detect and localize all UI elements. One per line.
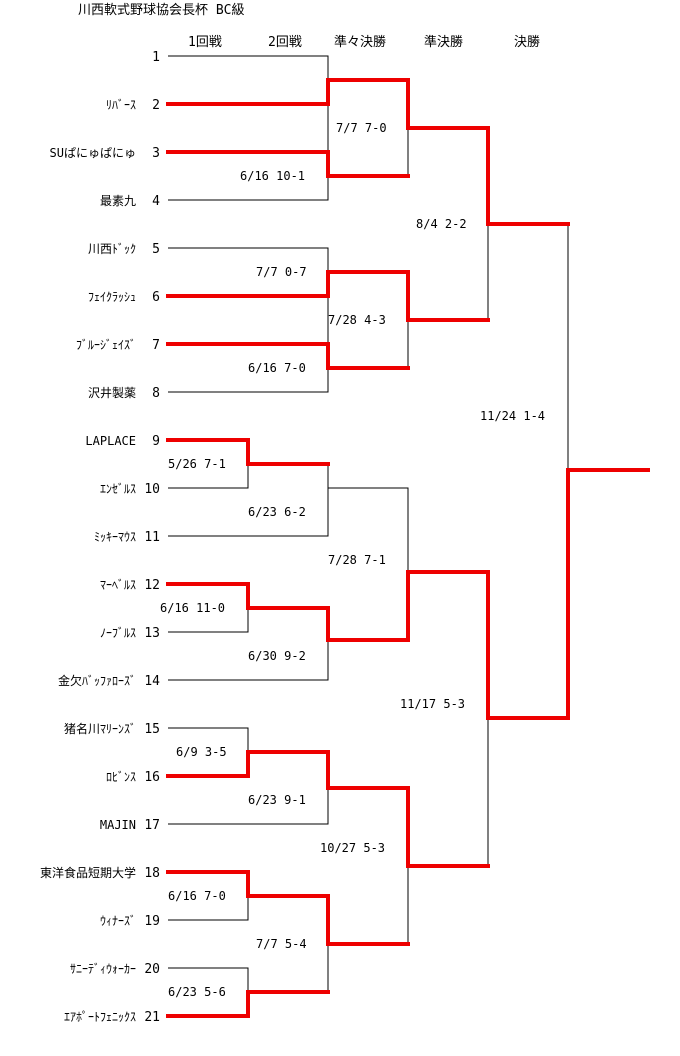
winner-path xyxy=(166,870,410,946)
round-label-sf: 準決勝 xyxy=(424,34,463,50)
winner-path xyxy=(166,270,490,322)
team-name: ﾌﾞﾙｰｼﾞｪｲｽﾞ xyxy=(76,338,136,352)
team-number: 1 xyxy=(152,50,160,65)
team-number: 10 xyxy=(144,482,160,497)
team-name: LAPLACE xyxy=(85,434,136,448)
round-label-2: 2回戦 xyxy=(268,35,302,50)
team-name: 沢井製薬 xyxy=(88,386,136,400)
result-r1-18-19: 6/16 7-0 xyxy=(168,889,226,903)
team-number: 3 xyxy=(152,146,160,161)
team-name: 最素九 xyxy=(100,194,136,208)
result-qf-d: 10/27 5-3 xyxy=(320,841,385,855)
result-r2-9-11: 6/23 6-2 xyxy=(248,505,306,519)
winner-path-lines xyxy=(166,78,650,1018)
team-name: ﾉｰﾌﾞﾙｽ xyxy=(100,626,136,640)
team-name: ｴﾝｾﾞﾙｽ xyxy=(100,482,136,496)
team-name: ｻﾆｰﾃﾞｨｳｫｰｶｰ xyxy=(70,962,136,976)
team-number: 12 xyxy=(144,578,160,593)
round-label-qf: 準々決勝 xyxy=(334,34,386,50)
team-number: 6 xyxy=(152,290,160,305)
result-sf-top: 8/4 2-2 xyxy=(416,217,467,231)
team-name: ｴｱﾎﾟｰﾄﾌｪﾆｯｸｽ xyxy=(64,1010,136,1024)
team-name: ﾌｪｲｸﾗｯｼｭ xyxy=(88,290,136,304)
round-label-1: 1回戦 xyxy=(188,35,222,50)
team-name: 猪名川ﾏﾘｰﾝｽﾞ xyxy=(64,721,136,736)
winner-path xyxy=(166,468,650,720)
team-number: 21 xyxy=(144,1010,160,1025)
team-name: 東洋食品短期大学 xyxy=(40,865,136,880)
bracket-connector xyxy=(168,55,329,201)
result-r1-15-16: 6/9 3-5 xyxy=(176,745,227,759)
team-number: 20 xyxy=(144,962,160,977)
team-number: 11 xyxy=(144,530,160,545)
team-number: 9 xyxy=(152,434,160,449)
result-r2-5-6: 7/7 0-7 xyxy=(256,265,307,279)
team-number: 17 xyxy=(144,818,160,833)
bracket-connector xyxy=(488,223,569,719)
result-final: 11/24 1-4 xyxy=(480,409,545,423)
result-r2-15-17: 6/23 9-1 xyxy=(248,793,306,807)
team-number: 7 xyxy=(152,338,160,353)
winner-path xyxy=(166,150,410,178)
result-qf-b: 7/28 4-3 xyxy=(328,313,386,327)
round-label-final: 決勝 xyxy=(514,35,540,50)
result-sf-bottom: 11/17 5-3 xyxy=(400,697,465,711)
team-number: 4 xyxy=(152,194,160,209)
result-r2-18-21: 7/7 5-4 xyxy=(256,937,307,951)
team-number: 19 xyxy=(144,914,160,929)
bracket-connector xyxy=(168,247,329,393)
team-number: 18 xyxy=(144,866,160,881)
result-r1-12-13: 6/16 11-0 xyxy=(160,601,225,615)
team-name: ｳｨﾅｰｽﾞ xyxy=(100,914,136,928)
winner-path xyxy=(166,342,410,370)
team-number: 15 xyxy=(144,722,160,737)
team-number: 14 xyxy=(144,674,160,689)
bracket-connector xyxy=(328,787,409,945)
result-r1-20-21: 6/23 5-6 xyxy=(168,985,226,999)
team-name: ﾘﾊﾞｰｽ xyxy=(106,98,136,112)
result-r2-7-8: 6/16 7-0 xyxy=(248,361,306,375)
winner-path xyxy=(166,78,570,226)
result-r2-12-14: 6/30 9-2 xyxy=(248,649,306,663)
team-number: 2 xyxy=(152,98,160,113)
winner-path xyxy=(166,990,330,1018)
winner-path xyxy=(166,438,330,466)
result-r1-9-10: 5/26 7-1 xyxy=(168,457,226,471)
bracket-title: 川西軟式野球協会長杯 BC級 xyxy=(78,2,244,18)
winner-path xyxy=(166,750,490,868)
team-number: 5 xyxy=(152,242,160,257)
team-number: 13 xyxy=(144,626,160,641)
team-name: SUぱにゅぱにゅ xyxy=(50,146,136,160)
bracket-connector xyxy=(408,571,489,867)
team-name: MAJIN xyxy=(100,818,136,832)
team-name: ﾛﾋﾞﾝｽ xyxy=(106,770,136,784)
result-qf-c: 7/28 7-1 xyxy=(328,553,386,567)
team-name: 金欠ﾊﾞｯﾌｧﾛｰｽﾞ xyxy=(58,673,136,688)
team-number: 8 xyxy=(152,386,160,401)
team-name: 川西ﾄﾞｯｸ xyxy=(88,242,136,256)
team-name: ﾐｯｷｰﾏｳｽ xyxy=(94,530,136,544)
result-r2-3-4: 6/16 10-1 xyxy=(240,169,305,183)
result-qf-a: 7/7 7-0 xyxy=(336,121,387,135)
team-number: 16 xyxy=(144,770,160,785)
team-name: ﾏｰﾍﾞﾙｽ xyxy=(100,578,136,592)
